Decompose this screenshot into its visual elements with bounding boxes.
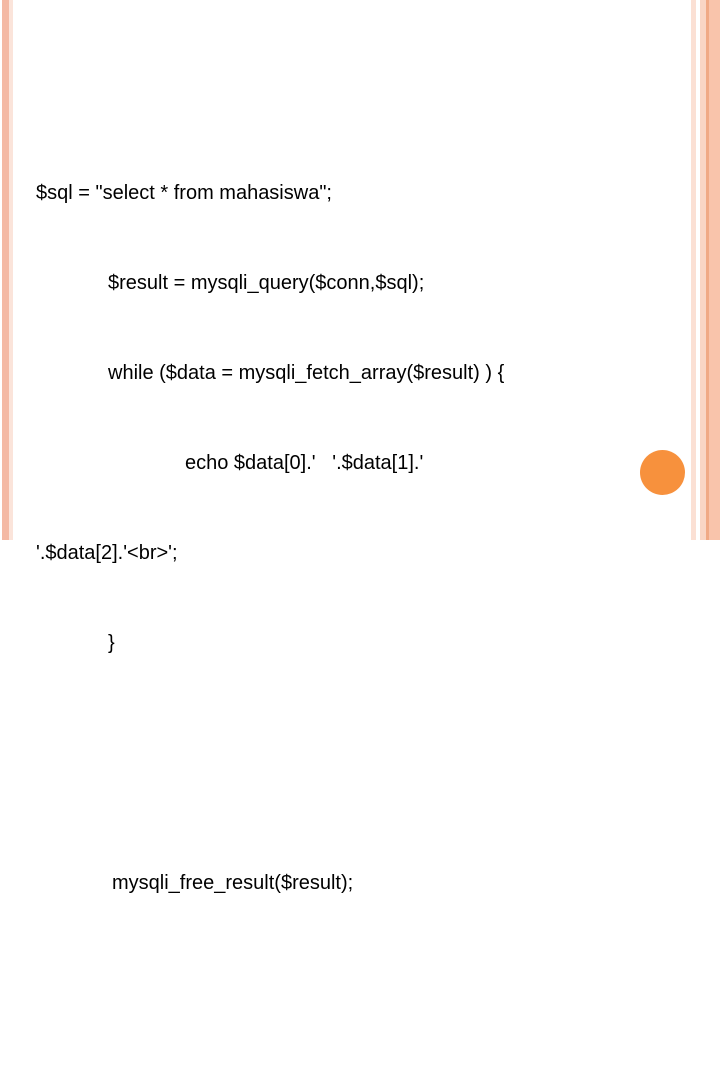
code-block: $sql = "select * from mahasiswa"; $resul… [0,118,688,1080]
right-border-stripe-1 [691,0,696,540]
orange-dot-decoration [640,450,685,495]
right-border-stripe-4 [706,0,709,540]
code-line-2: $result = mysqli_query($conn,$sql); [108,272,425,294]
code-blank-line-2 [0,988,688,1018]
left-border-stripe-pale [9,0,13,540]
left-border-stripe-main [2,0,9,540]
code-line-1: $sql = "select * from mahasiswa"; [36,182,332,204]
right-border-stripe-3 [700,0,706,540]
right-border-stripe-2 [696,0,700,540]
right-border-stripe-5 [709,0,720,540]
code-line-6-brace: } [108,632,115,654]
slide-canvas: $sql = "select * from mahasiswa"; $resul… [0,0,720,894]
code-blank-line-1 [0,748,688,778]
code-line-4: echo $data[0].' '.$data[1].' [185,452,424,474]
code-line-5: '.$data[2].'<br>'; [36,542,178,564]
code-line-3: while ($data = mysqli_fetch_array($resul… [108,362,505,384]
code-line-free-result: mysqli_free_result($result); [112,872,354,894]
